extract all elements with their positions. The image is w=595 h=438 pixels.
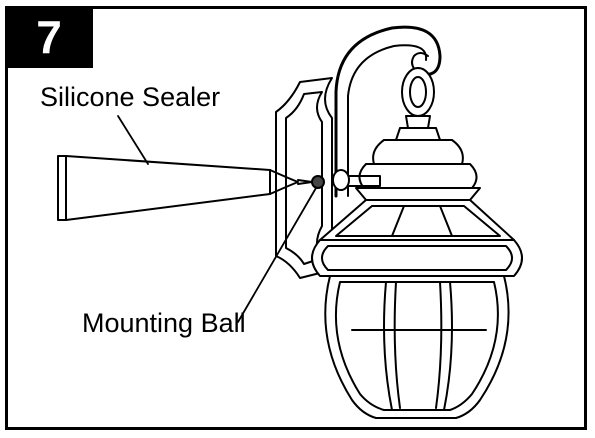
silicone-sealer-label: Silicone Sealer: [40, 82, 221, 112]
mounting-ball: [311, 169, 381, 191]
step-number-badge: 7: [5, 6, 93, 68]
lantern-upper-glass: [319, 199, 515, 241]
sealer-leader-line: [117, 115, 149, 165]
lantern-lower-glass: [324, 275, 510, 419]
ball-leader-line: [237, 187, 317, 323]
silicone-sealer-tube: [57, 155, 313, 221]
hanging-loop: [395, 67, 441, 141]
lantern-cap: [355, 139, 481, 201]
lantern-middle-band: [311, 239, 523, 277]
mounting-ball-label: Mounting Ball: [82, 308, 246, 338]
